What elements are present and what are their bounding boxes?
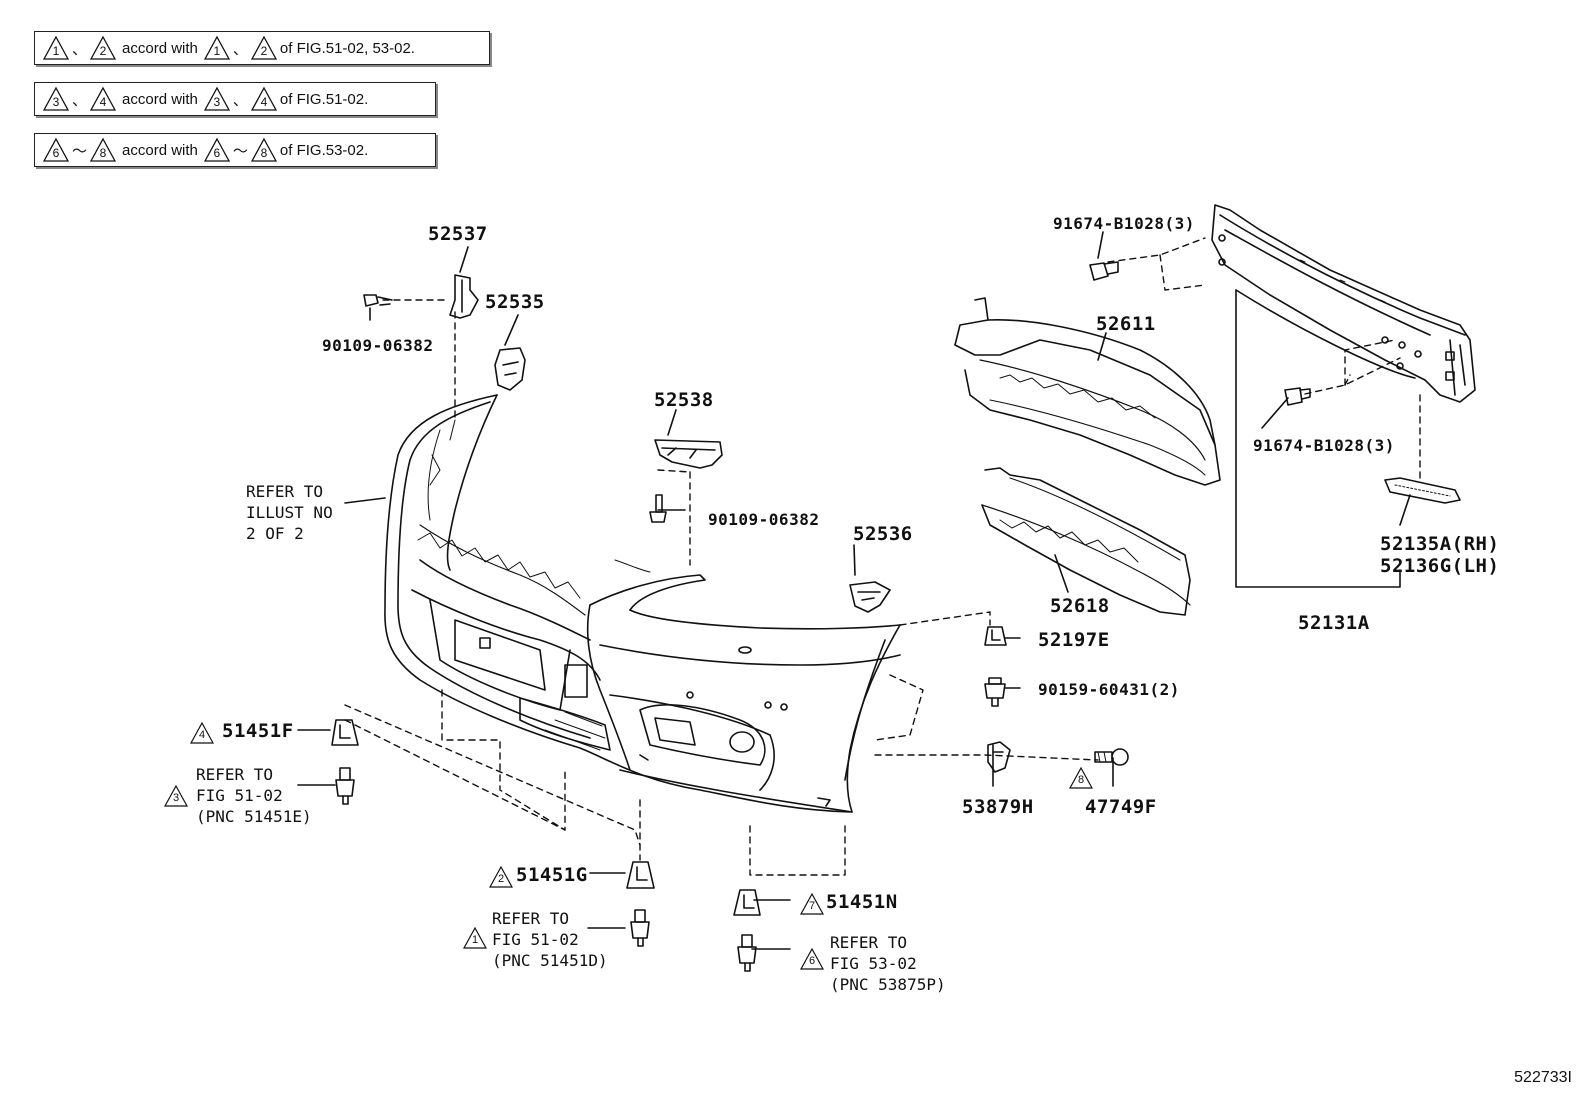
triangle-3-icon: 3 <box>163 784 189 807</box>
triangle-7-icon: 7 <box>799 892 825 915</box>
triangle-marker-icon: 6 <box>203 137 230 163</box>
reinforcement-52131A-drawing <box>1211 204 1476 403</box>
part-label-51451G: 51451G <box>516 864 588 886</box>
bumper-cover-drawing <box>384 394 901 813</box>
clip-51451N-icon <box>733 889 761 916</box>
clip-52197E-icon <box>984 626 1007 646</box>
part-label-90109-mid: 90109-06382 <box>708 510 820 529</box>
bracket-53879H-drawing <box>987 741 1011 773</box>
part-label-90109-top: 90109-06382 <box>322 336 434 355</box>
leader-lines <box>297 231 1416 950</box>
part-label-52131A: 52131A <box>1298 612 1370 634</box>
triangle-marker-icon: 4 <box>250 86 278 112</box>
part-label-90159: 90159-60431(2) <box>1038 680 1180 699</box>
triangle-marker-icon: 8 <box>250 137 278 163</box>
bolt-53875P-icon <box>737 934 757 972</box>
dashed-connectors <box>344 237 1421 876</box>
part-label-52618: 52618 <box>1050 595 1110 617</box>
part-label-52535: 52535 <box>485 291 545 313</box>
figure-id: 522733I <box>1514 1069 1572 1086</box>
absorber-52611-drawing <box>954 297 1221 486</box>
clip-51451G-icon <box>626 861 655 889</box>
triangle-4-icon: 4 <box>189 721 215 744</box>
note-box-1: 1 、 2 accord with 1 、 2 of FIG.51-02, 53… <box>34 31 490 65</box>
triangle-marker-icon: 1 <box>203 35 230 61</box>
triangle-6-icon: 6 <box>799 947 825 970</box>
bolt-51451E-icon <box>335 767 355 805</box>
retainer-52135A-drawing <box>1384 477 1461 504</box>
screw-90159-icon <box>984 677 1006 707</box>
part-label-47749F: 47749F <box>1085 796 1157 818</box>
bracket-52536-drawing <box>849 581 891 613</box>
part-label-52536: 52536 <box>853 523 913 545</box>
part-label-53879H: 53879H <box>962 796 1034 818</box>
triangle-marker-icon: 3 <box>203 86 230 112</box>
bolt-51451D-icon <box>630 909 650 947</box>
bracket-52538-drawing <box>654 439 723 469</box>
triangle-marker-icon: 2 <box>89 35 117 61</box>
bolt-91674b-icon <box>1284 387 1311 406</box>
part-label-51451N: 51451N <box>826 891 898 913</box>
triangle-2-icon: 2 <box>488 865 514 888</box>
refer-53875P-text: REFER TO FIG 53-02 (PNC 53875P) <box>830 933 946 994</box>
clip-51451F-icon <box>331 719 359 746</box>
absorber-52618-drawing <box>981 467 1191 616</box>
part-label-52538: 52538 <box>654 389 714 411</box>
bolt-90109a-icon <box>363 294 393 307</box>
clip-52535-drawing <box>494 347 526 391</box>
screw-47749F-icon <box>1094 748 1129 766</box>
triangle-marker-icon: 1 <box>42 35 70 61</box>
triangle-marker-icon: 8 <box>89 137 117 163</box>
bolt-91674a-icon <box>1089 261 1119 281</box>
refer-51451E-text: REFER TO FIG 51-02 (PNC 51451E) <box>196 765 312 826</box>
part-label-52537: 52537 <box>428 223 488 245</box>
triangle-marker-icon: 6 <box>42 137 70 163</box>
part-label-91674-top: 91674-B1028(3) <box>1053 214 1195 233</box>
part-label-52136G: 52136G(LH) <box>1380 555 1500 577</box>
note-box-3: 6 ～ 8 accord with 6 ～ 8 of FIG.53-02. <box>34 133 436 167</box>
triangle-8-icon: 8 <box>1068 766 1094 789</box>
part-label-91674-bottom: 91674-B1028(3) <box>1253 436 1395 455</box>
triangle-marker-icon: 4 <box>89 86 117 112</box>
bracket-52537-drawing <box>449 274 479 319</box>
part-label-52611: 52611 <box>1096 313 1156 335</box>
note-box-2: 3 、 4 accord with 3 、 4 of FIG.51-02. <box>34 82 436 116</box>
triangle-1-icon: 1 <box>462 926 488 949</box>
refer-illust-text: REFER TO ILLUST NO 2 OF 2 <box>246 482 333 543</box>
triangle-marker-icon: 3 <box>42 86 70 112</box>
bolt-90109b-icon <box>649 494 667 523</box>
part-label-51451F: 51451F <box>222 720 294 742</box>
refer-51451D-text: REFER TO FIG 51-02 (PNC 51451D) <box>492 909 608 970</box>
part-label-52197E: 52197E <box>1038 629 1110 651</box>
part-label-52135A: 52135A(RH) <box>1380 533 1500 555</box>
triangle-marker-icon: 2 <box>250 35 278 61</box>
